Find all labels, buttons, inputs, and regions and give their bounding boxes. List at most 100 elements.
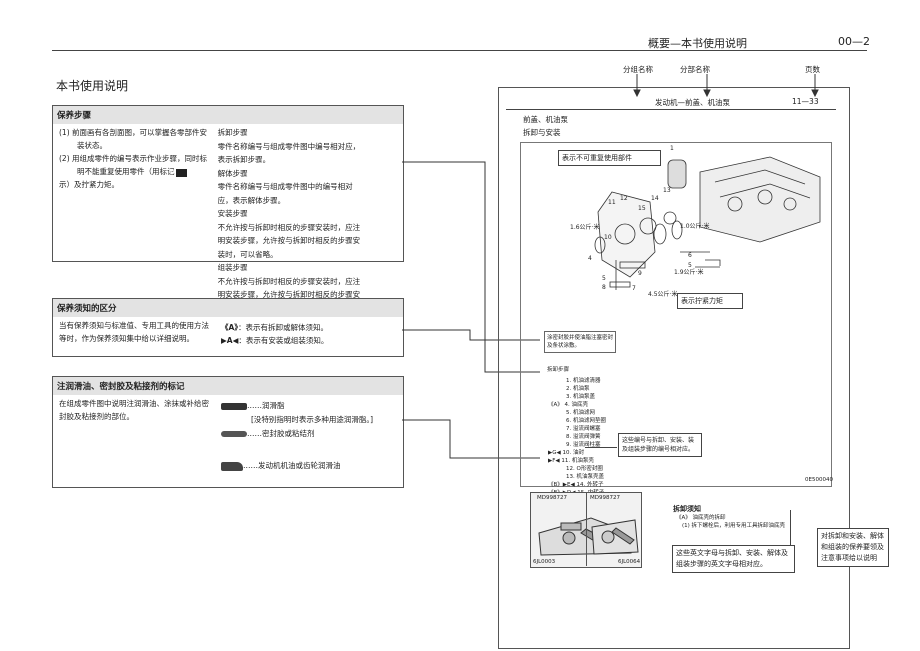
notes-title: 拆卸须知 [673, 505, 701, 513]
photo-b [590, 492, 640, 566]
fig-label-a: 6JL0003 [533, 559, 556, 565]
figure-frame [520, 142, 832, 487]
photo-divider [586, 492, 641, 566]
callout-non-reuse: 表示不可重复使用部件 [558, 150, 661, 166]
step-1: 1. 机油滤清器 [566, 378, 601, 384]
legend-grease: ……润滑脂 [221, 399, 373, 413]
label-subgroup-name: 分部名称 [680, 65, 710, 74]
fig-label-b: 6JL0064 [618, 559, 641, 565]
item-3: 示）及拧紧力矩。 [59, 180, 119, 189]
svg-text:13: 13 [663, 187, 671, 194]
legend-sealant: ……密封胶或粘结剂 [221, 427, 373, 441]
step-13: 13. 机油泵壳盖 [566, 474, 604, 480]
connector-notes [402, 329, 540, 341]
connector-steps [402, 161, 540, 373]
step-12: 12. O形密封圈 [566, 466, 603, 472]
diagram-subtitle: 拆卸与安装 [523, 128, 561, 137]
legend-removal: 《A》：表示有拆卸或解体须知。 [221, 323, 329, 332]
box-body: 当有保养须知与标准值、专用工具的使用方法等时，作为保养须知集中给以详细说明。 [59, 321, 209, 343]
tool-photo-b [591, 519, 639, 555]
section-title: 本书使用说明 [56, 79, 129, 93]
label-group-name: 分组名称 [623, 65, 653, 74]
svg-text:1: 1 [670, 145, 674, 152]
step-7: 7. 溢流阀螺塞 [566, 426, 601, 432]
steps-title: 拆卸步骤 [547, 367, 570, 373]
box-title: 保养须知的区分 [53, 299, 403, 317]
callout-part-numbers: 这些编号与拆卸、安装、装及组装步骤的编号相对应。 [618, 433, 702, 457]
sealant-tube-icon [221, 431, 247, 437]
item-1: (1) 前面画有各剖面图，可以掌握各零部件安装状态。 [59, 128, 208, 150]
svg-text:5: 5 [688, 262, 692, 269]
left-column: (1) 前面画有各剖面图，可以掌握各零部件安装状态。 (2) 用组成零件的编号表… [53, 124, 214, 315]
svg-text:14: 14 [651, 195, 659, 202]
step-8: 8. 溢流阀弹簧 [566, 434, 601, 440]
label-page: 页数 [805, 65, 820, 74]
tool-label-b: MD998727 [590, 495, 620, 501]
header-title: 概要—本书使用说明 [648, 37, 747, 50]
svg-text:11: 11 [608, 199, 616, 206]
step-11: ▶F◀ 11. 机油泵壳 [548, 458, 594, 464]
box-title: 保养步骤 [53, 106, 403, 124]
page-value: 11—33 [792, 97, 819, 106]
step-definitions: 拆卸步骤零件名称编号与组成零件图中编号相对应，表示拆卸步骤。 解体步骤零件名称编… [214, 124, 403, 315]
svg-text:7: 7 [632, 285, 636, 292]
sample-page-panel [498, 87, 850, 649]
box-legend: 《A》：表示有拆卸或解体须知。 ▶A◀：表示有安装或组装须知。 [215, 317, 334, 349]
header-rule [52, 50, 867, 51]
grease-gun-icon [221, 402, 247, 410]
non-reuse-mark-icon: N [170, 169, 187, 177]
page-number: 00—2 [838, 35, 870, 48]
maintenance-steps-box: 保养步骤 (1) 前面画有各剖面图，可以掌握各零部件安装状态。 (2) 用组成零… [52, 105, 404, 313]
step-2: 2. 机油泵 [566, 386, 590, 392]
group-value: 发动机—前盖、机油泵 [655, 98, 730, 107]
tool-label-a: MD998727 [537, 495, 567, 501]
connector-lube [402, 419, 540, 459]
def-installation: 安装步骤不允许按与拆卸时相反的步骤安装时，应注明安装步骤，允许按与拆卸时相反的步… [217, 209, 361, 259]
callout-torque: 表示拧紧力矩 [677, 293, 743, 309]
step-10: ▶G◀ 10. 油封 [548, 450, 584, 456]
svg-text:6: 6 [688, 252, 692, 259]
step-3: 3. 机油泵盖 [566, 394, 595, 400]
notes-subtitle: 《A》 油底壳的拆卸 [676, 515, 726, 521]
lubrication-marks-box: 注润滑油、密封胶及粘接剂的标记 在组成零件图中说明注润滑油、涂抹或补给密封胶及粘… [52, 376, 404, 488]
torque-label-c: 1.0公斤·米 [680, 223, 710, 230]
svg-text:15: 15 [638, 205, 646, 212]
legend-install: ▶A◀：表示有安装或组装须知。 [221, 336, 329, 345]
panel-rule [506, 109, 836, 110]
box-title: 注润滑油、密封胶及粘接剂的标记 [53, 377, 403, 395]
step-4: 《A》 4. 油底壳 [548, 402, 589, 408]
svg-text:5: 5 [602, 275, 606, 282]
step-9: 9. 溢流阀柱塞 [566, 442, 601, 448]
def-removal: 拆卸步骤零件名称编号与组成零件图中编号相对应，表示拆卸步骤。 [217, 128, 361, 164]
callout-letters: 这些英文字母与拆卸、安装、解体及组装步骤的英文字母相对应。 [672, 545, 795, 573]
label-arrows [633, 74, 819, 98]
torque-label-d: 4.5公斤·米 [648, 291, 678, 298]
torque-label-b: 1.9公斤·米 [674, 269, 704, 276]
diagram-title: 前盖、机油泵 [523, 115, 568, 124]
oil-can-icon [221, 461, 243, 471]
service-notes-box: 保养须知的区分 当有保养须知与标准值、专用工具的使用方法等时，作为保养须知集中给… [52, 298, 404, 357]
legend-grease-note: [没特别指明时表示多种用途润滑脂。] [251, 415, 374, 424]
svg-text:4: 4 [588, 255, 592, 262]
svg-text:8: 8 [602, 284, 606, 291]
svg-text:9: 9 [638, 270, 642, 277]
notes-body: (1) 拆下螺栓后，利用专用工具拆卸油底壳 [682, 523, 786, 529]
exploded-view-drawing: 1 11 12 15 14 13 10 4 9 6 5 5 8 7 [588, 145, 821, 292]
figure-code: 0E500040 [805, 477, 833, 483]
callout-leader [585, 447, 617, 448]
step-6: 6. 机油滤网垫圈 [566, 418, 606, 424]
torque-label-a: 1.6公斤·米 [570, 224, 600, 231]
callout-service-notes: 对拆卸和安装、解体和组装的保养要领及注意事项给以说明 [817, 528, 889, 567]
step-5: 5. 机油滤网 [566, 410, 595, 416]
box-legend: ……润滑脂 [没特别指明时表示多种用途润滑脂。] ……密封胶或粘结剂 ……发动机… [215, 395, 379, 475]
svg-text:12: 12 [620, 195, 628, 202]
def-disassembly: 解体步骤零件名称编号与组成零件图中的编号相对应，表示解体步骤。 [217, 168, 353, 205]
step-14: 《B》▶E◀ 14. 外转子 [548, 482, 604, 488]
svg-text:10: 10 [604, 234, 612, 241]
sealant-note: 涂密封胶并使油脂注塞密封及条状涂敷。 [544, 331, 616, 353]
box-body: 在组成零件图中说明注润滑油、涂抹或补给密封胶及粘接剂的部位。 [59, 399, 209, 421]
item-2: (2) 用组成零件的编号表示作业步骤，同时标明不能重复使用零件（用标记N [59, 154, 208, 177]
legend-oil: ……发动机机油或齿轮润滑油 [221, 459, 373, 473]
callout-leader-2 [790, 510, 791, 570]
